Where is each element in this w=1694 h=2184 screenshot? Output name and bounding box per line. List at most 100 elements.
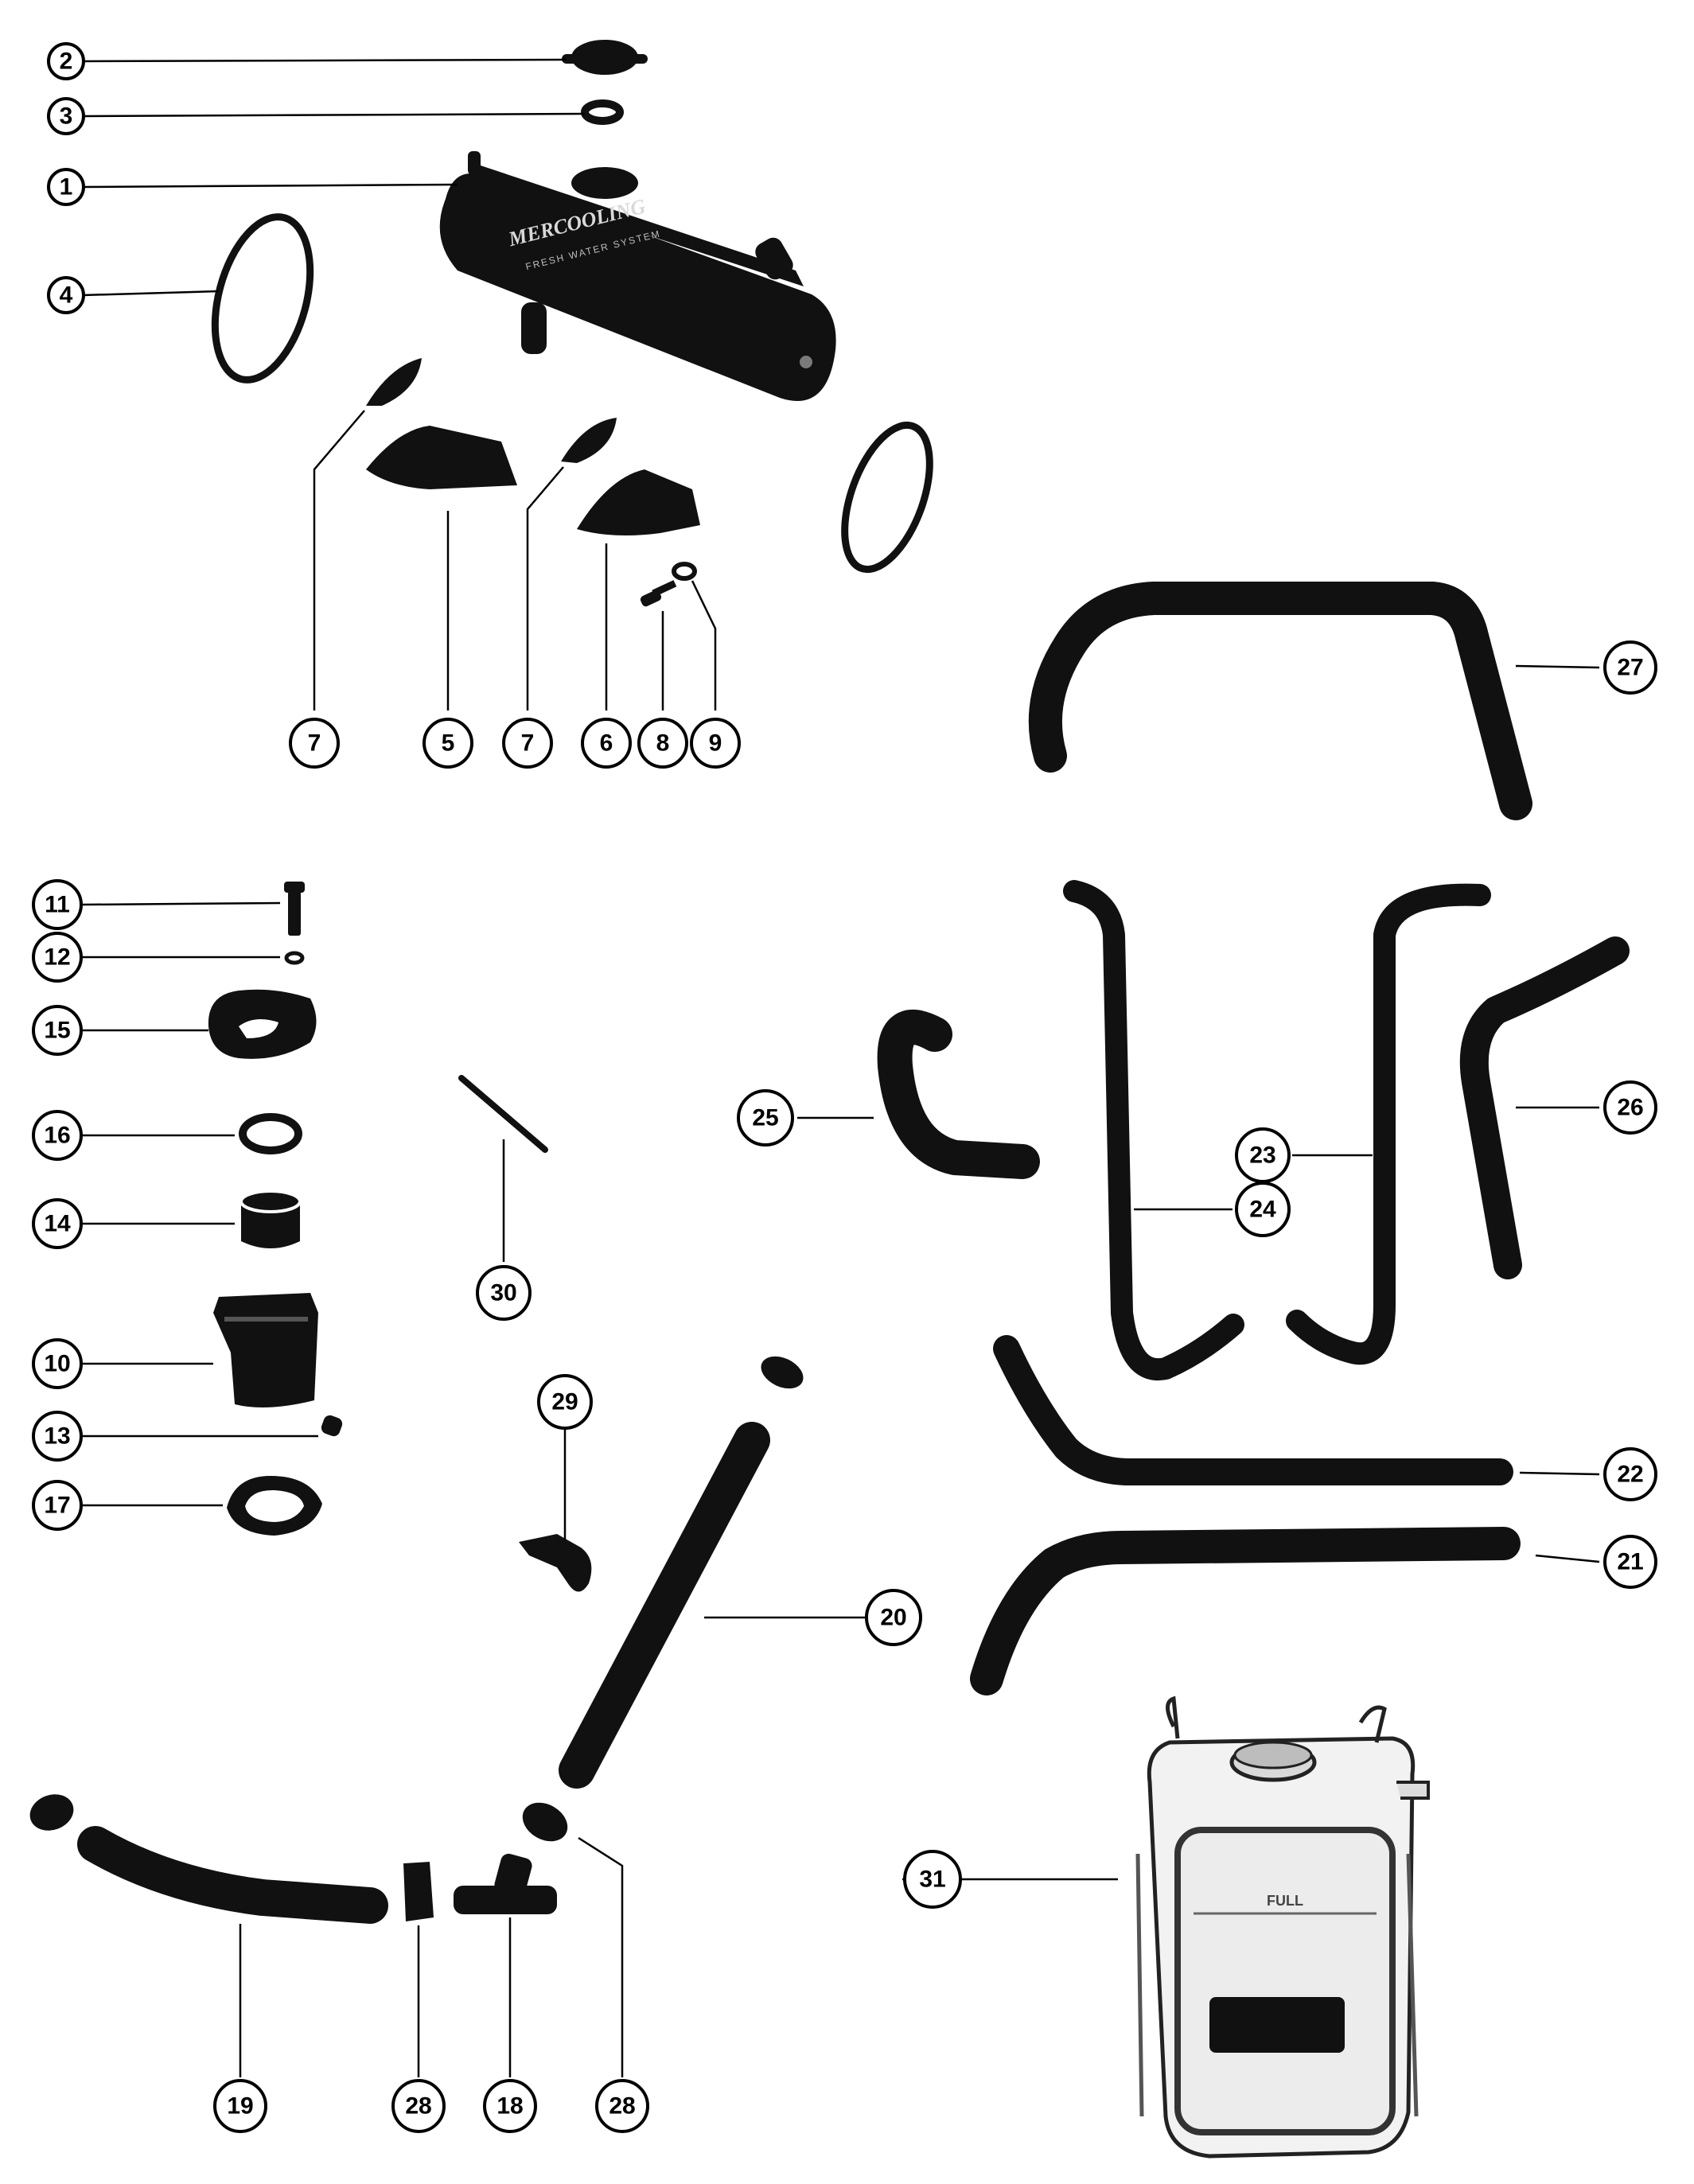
callout-7-right: 7 bbox=[502, 718, 553, 769]
part-hose-22 bbox=[993, 1335, 1513, 1485]
callout-25: 25 bbox=[737, 1089, 794, 1147]
callout-16: 16 bbox=[32, 1110, 83, 1161]
svg-text:22: 22 bbox=[1617, 1462, 1643, 1488]
callout-7-left: 7 bbox=[289, 718, 340, 769]
part-clamp-ring-left bbox=[211, 213, 314, 383]
part-rod bbox=[458, 1075, 548, 1153]
svg-text:5: 5 bbox=[442, 730, 455, 757]
svg-text:25: 25 bbox=[752, 1105, 778, 1131]
svg-text:13: 13 bbox=[44, 1423, 70, 1450]
svg-text:28: 28 bbox=[405, 2093, 431, 2120]
part-hose-21 bbox=[970, 1527, 1521, 1695]
callout-29: 29 bbox=[537, 1374, 593, 1430]
svg-text:11: 11 bbox=[45, 892, 70, 918]
part-bracket-right bbox=[577, 469, 700, 536]
part-lockwasher bbox=[284, 951, 305, 965]
svg-text:7: 7 bbox=[308, 730, 321, 757]
svg-text:16: 16 bbox=[44, 1123, 70, 1149]
svg-text:19: 19 bbox=[227, 2093, 253, 2120]
part-washer bbox=[672, 562, 697, 581]
callout-27: 27 bbox=[1603, 640, 1657, 695]
svg-text:12: 12 bbox=[44, 944, 70, 971]
part-screw bbox=[640, 580, 677, 607]
svg-text:17: 17 bbox=[44, 1493, 70, 1519]
svg-text:6: 6 bbox=[600, 730, 613, 757]
callout-30: 30 bbox=[476, 1265, 532, 1321]
callout-20: 20 bbox=[865, 1589, 922, 1646]
callout-26: 26 bbox=[1603, 1080, 1657, 1135]
svg-text:10: 10 bbox=[44, 1351, 70, 1377]
svg-text:26: 26 bbox=[1617, 1095, 1643, 1121]
leader-lines bbox=[82, 58, 1600, 2077]
callout-22: 22 bbox=[1603, 1447, 1657, 1501]
svg-text:7: 7 bbox=[521, 730, 535, 757]
part-clamp-ring-right bbox=[841, 421, 933, 574]
part-bracket-left bbox=[366, 426, 517, 489]
callout-2: 2 bbox=[47, 42, 85, 80]
callout-28-right: 28 bbox=[595, 2079, 649, 2133]
callout-10: 10 bbox=[32, 1338, 83, 1389]
part-reservoir-tank: FULL bbox=[1135, 1695, 1430, 2159]
callout-6: 6 bbox=[581, 718, 632, 769]
part-hose-25 bbox=[877, 1010, 1040, 1179]
callout-12: 12 bbox=[32, 932, 83, 983]
part-tee-fitting bbox=[454, 1853, 557, 1914]
svg-text:14: 14 bbox=[44, 1211, 71, 1237]
part-plug bbox=[321, 1415, 343, 1437]
callout-4: 4 bbox=[47, 276, 85, 314]
callout-11: 11 bbox=[32, 879, 83, 930]
svg-text:3: 3 bbox=[60, 103, 73, 130]
callout-14: 14 bbox=[32, 1198, 83, 1249]
callout-5: 5 bbox=[423, 718, 473, 769]
svg-text:4: 4 bbox=[60, 282, 73, 309]
part-coupler-lower bbox=[403, 1862, 434, 1921]
part-hose-24 bbox=[1063, 880, 1244, 1381]
callout-1: 1 bbox=[47, 168, 85, 206]
part-filter-housing bbox=[213, 1293, 318, 1407]
svg-text:29: 29 bbox=[551, 1389, 578, 1415]
callout-13: 13 bbox=[32, 1411, 83, 1462]
svg-text:1: 1 bbox=[60, 174, 73, 200]
tank-full-label: FULL bbox=[1267, 1893, 1303, 1909]
part-small-bracket bbox=[519, 1534, 592, 1592]
part-gasket bbox=[227, 1476, 322, 1536]
callout-3: 3 bbox=[47, 97, 85, 135]
svg-text:24: 24 bbox=[1249, 1197, 1276, 1223]
svg-text:31: 31 bbox=[919, 1867, 945, 1893]
part-bolt bbox=[284, 882, 305, 936]
part-o-ring bbox=[239, 1113, 302, 1154]
svg-text:2: 2 bbox=[60, 49, 73, 75]
callout-21: 21 bbox=[1603, 1535, 1657, 1589]
callout-15: 15 bbox=[32, 1005, 83, 1056]
part-filler-cap bbox=[562, 40, 648, 75]
part-heat-exchanger: MERCOOLING FRESH WATER SYSTEM bbox=[439, 151, 836, 401]
svg-text:18: 18 bbox=[497, 2093, 523, 2120]
callout-31: 31 bbox=[903, 1850, 962, 1909]
svg-text:15: 15 bbox=[44, 1018, 70, 1044]
svg-text:23: 23 bbox=[1249, 1143, 1275, 1169]
svg-text:27: 27 bbox=[1617, 655, 1643, 681]
callout-9: 9 bbox=[690, 718, 741, 769]
svg-text:21: 21 bbox=[1617, 1549, 1643, 1575]
callout-23: 23 bbox=[1235, 1127, 1291, 1183]
callout-17: 17 bbox=[32, 1480, 83, 1531]
part-hose-27 bbox=[1028, 582, 1532, 820]
part-hose-23 bbox=[1286, 883, 1491, 1365]
svg-text:8: 8 bbox=[656, 730, 670, 757]
svg-text:28: 28 bbox=[609, 2093, 635, 2120]
svg-text:9: 9 bbox=[709, 730, 722, 757]
part-hose-20 bbox=[559, 1422, 770, 1789]
part-hose-26 bbox=[1459, 936, 1630, 1279]
part-cover bbox=[208, 989, 317, 1059]
callout-19: 19 bbox=[213, 2079, 267, 2133]
part-cap-gasket bbox=[581, 99, 624, 125]
part-pad-right bbox=[561, 418, 617, 463]
part-hose-19 bbox=[77, 1826, 388, 1924]
callout-8: 8 bbox=[637, 718, 688, 769]
part-pad-left bbox=[366, 358, 422, 406]
callout-24: 24 bbox=[1235, 1182, 1291, 1237]
callout-18: 18 bbox=[483, 2079, 537, 2133]
part-hose-19-cap bbox=[29, 1794, 74, 1831]
part-coupler-upper bbox=[522, 1802, 568, 1842]
